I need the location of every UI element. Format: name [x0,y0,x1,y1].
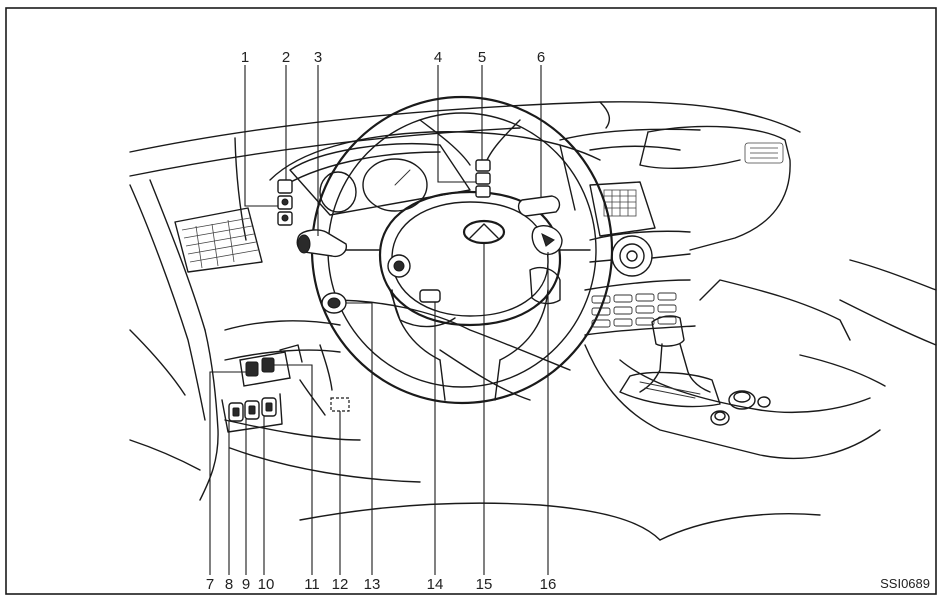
dashboard-line-art [129,101,937,541]
instrument-switch-stack [277,179,293,226]
callout-16: 16 [540,576,557,593]
controls [221,159,563,433]
right-switch-stack [475,159,491,198]
lower-switch-block [239,344,303,387]
callout-3: 3 [314,49,322,66]
leader-lines [209,65,549,575]
callout-7: 7 [206,576,214,593]
figure-code: SSI0689 [880,576,930,591]
callout-9: 9 [242,576,250,593]
callout-2: 2 [282,49,290,66]
callout-15: 15 [476,576,493,593]
callout-11: 11 [304,576,320,593]
headlight-lever [296,229,347,258]
callout-1: 1 [241,49,249,66]
callout-14: 14 [427,576,444,593]
callout-13: 13 [364,576,381,593]
callout-12: 12 [332,576,349,593]
figure-frame [5,7,937,595]
right-steering-switch [529,224,563,305]
callout-10: 10 [258,576,275,593]
callout-labels: 1 2 3 4 5 6 7 8 9 10 11 12 13 14 15 16 [206,49,557,593]
lower-button-row [221,393,283,433]
ignition-knob [321,292,347,314]
callout-6: 6 [537,49,545,66]
callout-5: 5 [478,49,486,66]
wiper-lever [517,195,561,217]
left-steering-switch [387,254,456,328]
callout-8: 8 [225,576,233,593]
callout-4: 4 [434,49,442,66]
